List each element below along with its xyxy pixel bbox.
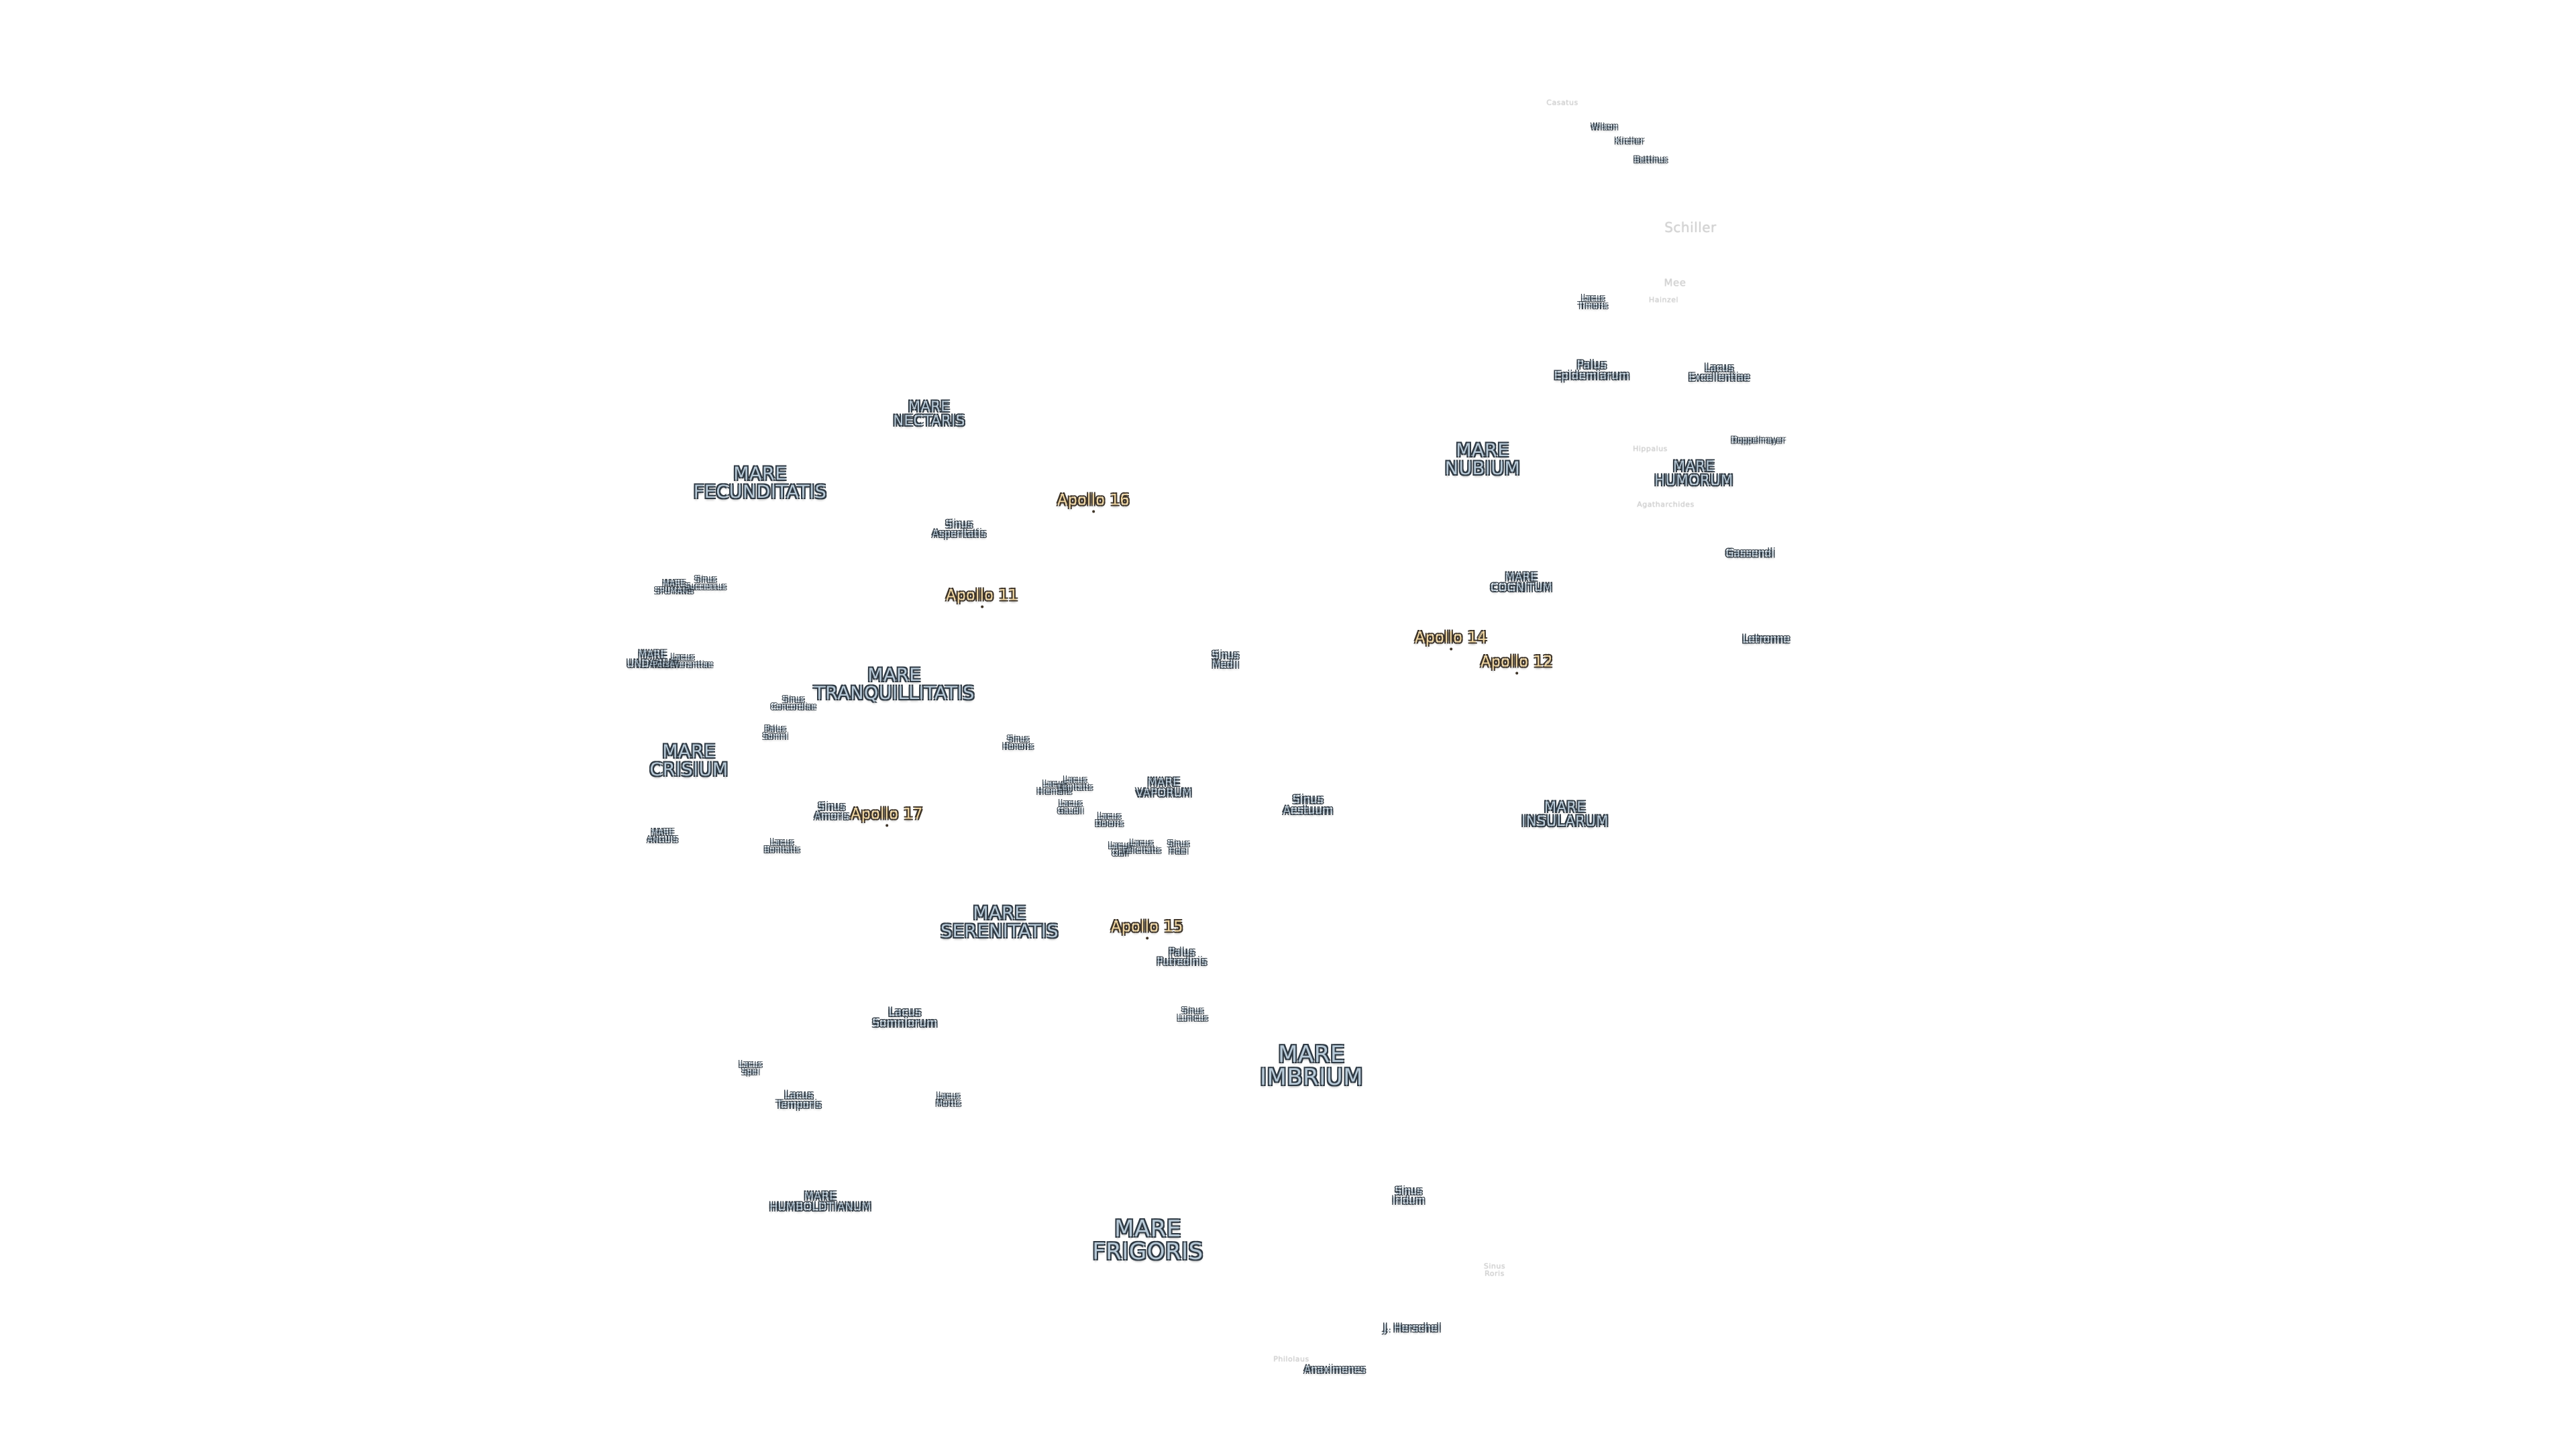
crater-schiller-label: Schiller xyxy=(1664,219,1717,235)
crater-casatus-label: Casatus xyxy=(1546,98,1578,107)
crater-mee-label: Mee xyxy=(1664,276,1686,289)
apollo-11-site: Apollo 11 xyxy=(946,588,1018,608)
crater-letronne-label: Letronne xyxy=(1742,633,1790,645)
crater-agatharchides-label: Agatharchides xyxy=(1637,500,1695,509)
crater-anaximenes-label: Anaximenes xyxy=(1304,1364,1366,1375)
crater-j-herschel-label: J. Herschel xyxy=(1383,1322,1441,1334)
crater-hainzel-label: Hainzel xyxy=(1648,295,1679,305)
apollo-14-site: Apollo 14 xyxy=(1415,631,1487,651)
crater-hippalus-label: Hippalus xyxy=(1633,444,1668,453)
apollo-12-site: Apollo 12 xyxy=(1481,655,1553,675)
landing-site-marker xyxy=(1092,510,1095,513)
apollo-17-site: Apollo 17 xyxy=(851,807,923,827)
landing-site-marker xyxy=(1146,936,1148,940)
crater-kircher-label: Kircher xyxy=(1615,136,1644,146)
apollo-16-site: Apollo 16 xyxy=(1057,493,1130,513)
crater-philolaus-label: Philolaus xyxy=(1273,1354,1309,1364)
crater-wilson-label: Wilson xyxy=(1591,122,1618,131)
landing-site-marker xyxy=(885,824,888,827)
landing-site-marker xyxy=(1450,647,1452,651)
crater-doppelmayer-label: Doppelmayer xyxy=(1731,435,1785,445)
landing-site-marker xyxy=(1515,672,1518,675)
crater-gassendi-label: Gassendi xyxy=(1725,547,1775,559)
landing-site-marker xyxy=(981,605,983,608)
crater-bettinus-label: Bettinus xyxy=(1634,155,1668,164)
apollo-15-site: Apollo 15 xyxy=(1111,920,1183,940)
